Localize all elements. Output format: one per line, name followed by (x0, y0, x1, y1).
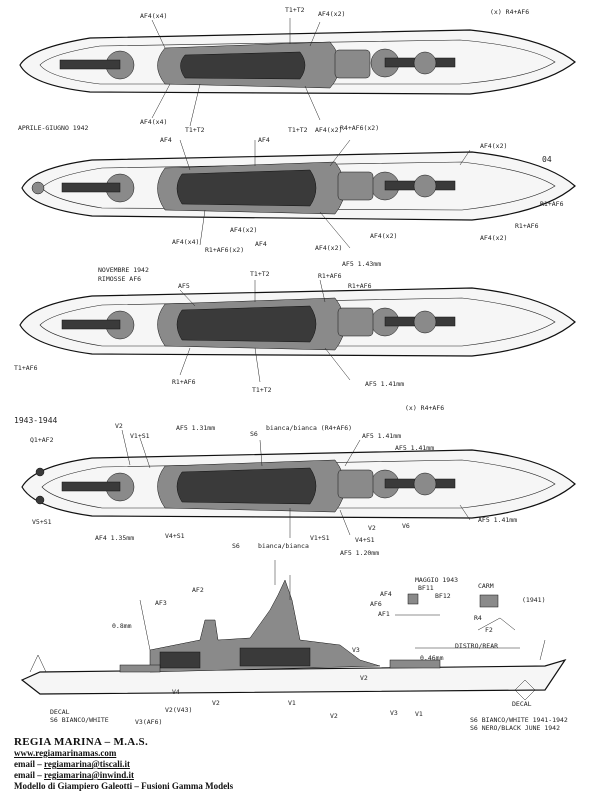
view-3-label-3: R1+AF6 (318, 272, 342, 280)
profile-label-27: 0.46mm (420, 654, 444, 662)
view-2-label-5: 04 (542, 155, 552, 164)
profile-detail-sketch (395, 593, 536, 701)
profile-label-10: V3(AF6) (135, 718, 162, 726)
view-1-label-7: T1+T2 (288, 126, 308, 134)
view-2-label-11: AF4(x2) (315, 244, 342, 252)
side-profile-view (20, 560, 567, 695)
view-4-label-18: V6 (402, 522, 410, 530)
view-3-label-2: AF5 (178, 282, 190, 290)
profile-label-13: DECAL (50, 708, 70, 716)
view-2-label-1: AF4 (160, 136, 172, 144)
profile-label-7: V2 (330, 712, 338, 720)
profile-label-9: V4 (172, 688, 180, 696)
view-3-label-7: AF5 1.41mm (365, 380, 404, 388)
view-3-label-8: (x) R4+AF6 (405, 404, 444, 412)
view-1-header: APRILE-GIUGNO 1942 (18, 124, 89, 132)
profile-label-23: F2 (485, 626, 493, 634)
plan-view-1 (19, 18, 576, 127)
view-4-label-14: V1+S1 (310, 534, 330, 542)
view-1-label-3: T1+T2 (285, 6, 305, 14)
view-2-label-9: AF4(x2) (370, 232, 397, 240)
profile-label-16: AF4 (380, 590, 392, 598)
view-4-label-5: S6 (250, 430, 258, 438)
profile-label-1: AF3 (155, 599, 167, 607)
profile-label-20: AF1 (378, 610, 390, 618)
view-4-label-1: Q1+AF2 (30, 436, 54, 444)
view-2-label-2: AF4 (258, 136, 270, 144)
view-2-label-4: AF4(x2) (480, 142, 507, 150)
profile-label-14: S6 BIANCO/WHITE (50, 716, 109, 724)
profile-label-24: R4 (474, 614, 482, 622)
profile-label-2: AF2 (192, 586, 204, 594)
profile-label-29: S6 BIANCO/WHITE 1941-1942 (470, 716, 568, 724)
view-1-label-2: AF4(x2) (318, 10, 345, 18)
view-4-label-8: AF5 1.41mm (395, 444, 434, 452)
footer-credits: REGIA MARINA – M.A.S. www.regiamarinamas… (14, 736, 233, 792)
plan-view-4 (21, 429, 576, 538)
profile-label-18: BF12 (435, 592, 451, 600)
plan-view-2 (21, 139, 576, 249)
profile-label-11: V2(V43) (165, 706, 192, 714)
view-4-label-6: bianca/bianca (R4+AF6) (266, 424, 352, 432)
footer-web[interactable]: www.regiamarinamas.com (14, 748, 117, 758)
profile-label-3: V2 (360, 674, 368, 682)
view-3-label-5: R1+AF6 (172, 378, 196, 386)
view-2-label-8: R1+AF6 (515, 222, 539, 230)
profile-label-17: BF11 (418, 584, 434, 592)
view-4-label-16: AF5 1.20mm (340, 549, 379, 557)
view-4-label-3: V1+S1 (130, 432, 150, 440)
view-3-label-6: T1+T2 (252, 386, 272, 394)
view-1-label-4: (x) R4+AF6 (490, 8, 529, 16)
plan-view-3 (19, 279, 576, 383)
profile-label-19: AF6 (370, 600, 382, 608)
profile-label-12: V1 (415, 710, 423, 718)
footer-email-1[interactable]: email – regiamarina@tiscali.it (14, 759, 130, 769)
view-1-label-1: AF4(x4) (140, 12, 167, 20)
view-4-label-9: V5+S1 (32, 518, 52, 526)
view-1-label-5: AF4(x4) (140, 118, 167, 126)
view-3-label-9: T1+AF6 (14, 364, 38, 372)
profile-label-15: MAGGIO 1943 (415, 576, 458, 584)
profile-label-26: 0.8mm (112, 622, 132, 630)
profile-label-25: DISTRO/REAR (455, 642, 498, 650)
view-3-label-4: R1+AF6 (348, 282, 372, 290)
profile-label-4: V3 (352, 646, 360, 654)
profile-label-28: DECAL (512, 700, 532, 708)
footer-email-2[interactable]: email – regiamarina@inwind.it (14, 770, 134, 780)
profile-label-6: V1 (288, 699, 296, 707)
footer-credit: Modello di Giampiero Galeotti – Fusioni … (14, 781, 234, 791)
view-2-label-12: AF5 1.43mm (342, 260, 381, 268)
view-1-label-8: AF4(x2) (315, 126, 342, 134)
view-4-label-15: V4+S1 (355, 536, 375, 544)
view-2-label-10: AF4 (255, 240, 267, 248)
view-2-label-13: R1+AF6(x2) (205, 246, 244, 254)
view-2-label-15: AF4(x2) (230, 226, 257, 234)
view-3-subheader: RIMOSSE AF6 (98, 275, 141, 283)
view-2-label-3: R4+AF6(x2) (340, 124, 379, 132)
view-4-label-4: AF5 1.31mm (176, 424, 215, 432)
profile-label-5: V2 (212, 699, 220, 707)
profile-label-30: S6 NERO/BLACK JUNE 1942 (470, 724, 560, 732)
profile-label-8: V3 (390, 709, 398, 717)
view-2-label-6: R1+AF6 (540, 200, 564, 208)
view-2-label-14: AF4(x4) (172, 238, 199, 246)
view-4-label-7: AF5 1.41mm (362, 432, 401, 440)
view-3-label-1: T1+T2 (250, 270, 270, 278)
view-3-header: NOVEMBRE 1942 (98, 266, 149, 274)
view-4-label-13: bianca/bianca (258, 542, 309, 550)
profile-label-21: CARM (478, 582, 494, 590)
view-4-label-12: S6 (232, 542, 240, 550)
view-1-label-6: T1+T2 (185, 126, 205, 134)
view-4-label-10: AF4 1.35mm (95, 534, 134, 542)
view-4-label-11: V4+S1 (165, 532, 185, 540)
profile-label-22: (1941) (522, 596, 545, 604)
view-4-label-17: V2 (368, 524, 376, 532)
view-4-header: 1943-1944 (14, 416, 58, 425)
footer-title: REGIA MARINA – M.A.S. (14, 736, 149, 748)
view-4-label-2: V2 (115, 422, 123, 430)
view-2-label-7: AF4(x2) (480, 234, 507, 242)
view-4-label-19: AF5 1.41mm (478, 516, 517, 524)
